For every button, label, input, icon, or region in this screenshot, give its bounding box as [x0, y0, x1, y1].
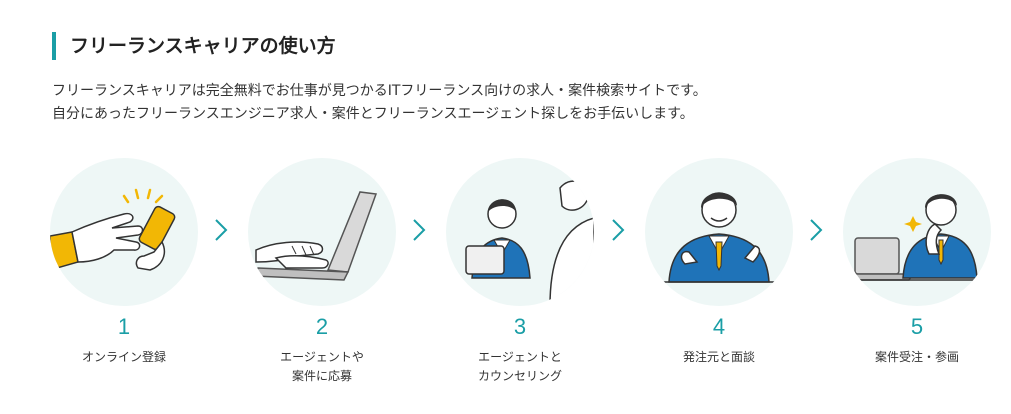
step-1-label: オンライン登録	[81, 350, 166, 364]
step-5: 5 案件受注・参画	[837, 158, 997, 367]
usage-steps: 1 オンライン登録 2 エージェントや	[0, 158, 1011, 398]
step-4-label: 発注元と面談	[682, 350, 755, 364]
step-3: 3 エージェントと カウンセリング	[440, 158, 600, 386]
chevron-right-icon	[809, 218, 823, 242]
step-3-illustration	[446, 158, 594, 306]
step-4: 4 発注元と面談	[639, 158, 799, 367]
step-2-illustration	[248, 158, 396, 306]
chevron-right-icon	[412, 218, 426, 242]
smartphone-hands-icon	[50, 188, 176, 271]
step-2-label: エージェントや 案件に応募	[280, 350, 364, 383]
laptop-typing-icon	[252, 191, 378, 281]
step-5-illustration	[843, 158, 991, 306]
chevron-right-icon	[611, 218, 625, 242]
step-2-number: 2	[315, 314, 329, 339]
step-1-number: 1	[117, 314, 131, 339]
step-3-number: 3	[513, 314, 527, 339]
step-3-label: エージェントと カウンセリング	[477, 350, 562, 383]
step-5-number: 5	[910, 314, 924, 339]
chevron-right-icon	[214, 218, 228, 242]
section-title: フリーランスキャリアの使い方	[52, 32, 336, 60]
intro-line-1: フリーランスキャリアは完全無料でお仕事が見つかるITフリーランス向けの求人・案件…	[52, 83, 707, 99]
step-1-illustration	[50, 158, 198, 306]
intro-line-2: 自分にあったフリーランスエンジニア求人・案件とフリーランスエージェント探しをお手…	[52, 106, 694, 122]
interview-businessman-icon	[645, 192, 793, 283]
step-5-label: 案件受注・参画	[874, 350, 959, 364]
step-2: 2 エージェントや 案件に応募	[242, 158, 402, 386]
intro-text: フリーランスキャリアは完全無料でお仕事が見つかるITフリーランス向けの求人・案件…	[52, 80, 952, 126]
step-4-illustration	[645, 158, 793, 306]
working-at-laptop-icon	[843, 194, 991, 281]
step-1: 1 オンライン登録	[44, 158, 204, 367]
step-4-number: 4	[712, 314, 726, 339]
counseling-icon	[465, 180, 594, 306]
